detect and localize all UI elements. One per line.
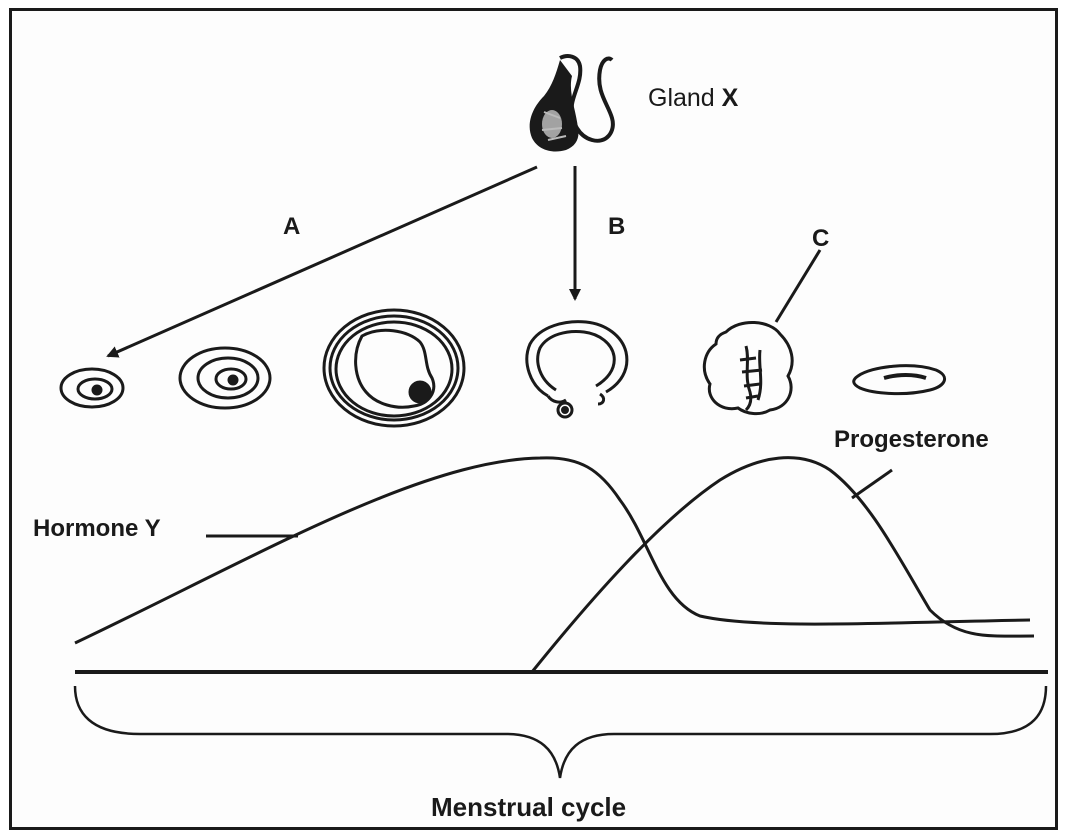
arrow-a	[108, 167, 537, 356]
pointer-c	[776, 250, 820, 322]
menstrual-cycle-brace	[75, 686, 1046, 778]
corpus-luteum	[704, 322, 792, 413]
secondary-follicle	[180, 348, 270, 408]
progesterone-curve	[532, 458, 1034, 672]
structure-c-label: C	[812, 227, 829, 251]
corpus-albicans	[854, 366, 945, 394]
progesterone-label: Progesterone	[834, 428, 989, 452]
progesterone-leader	[852, 470, 892, 498]
gland-x-pituitary-icon	[530, 56, 613, 151]
hormone-y-curve	[75, 458, 1030, 643]
primary-follicle	[61, 369, 123, 407]
gland-label-prefix: Gland	[648, 84, 722, 112]
ruptured-follicle	[527, 322, 627, 417]
menstrual-cycle-label: Menstrual cycle	[431, 794, 626, 820]
arrow-b-label: B	[608, 215, 625, 239]
gland-x-label: Gland X	[648, 86, 738, 111]
arrow-a-label: A	[283, 215, 300, 239]
gland-label-letter: X	[722, 84, 739, 112]
hormone-y-label: Hormone Y	[33, 517, 161, 541]
graafian-follicle	[324, 310, 464, 426]
